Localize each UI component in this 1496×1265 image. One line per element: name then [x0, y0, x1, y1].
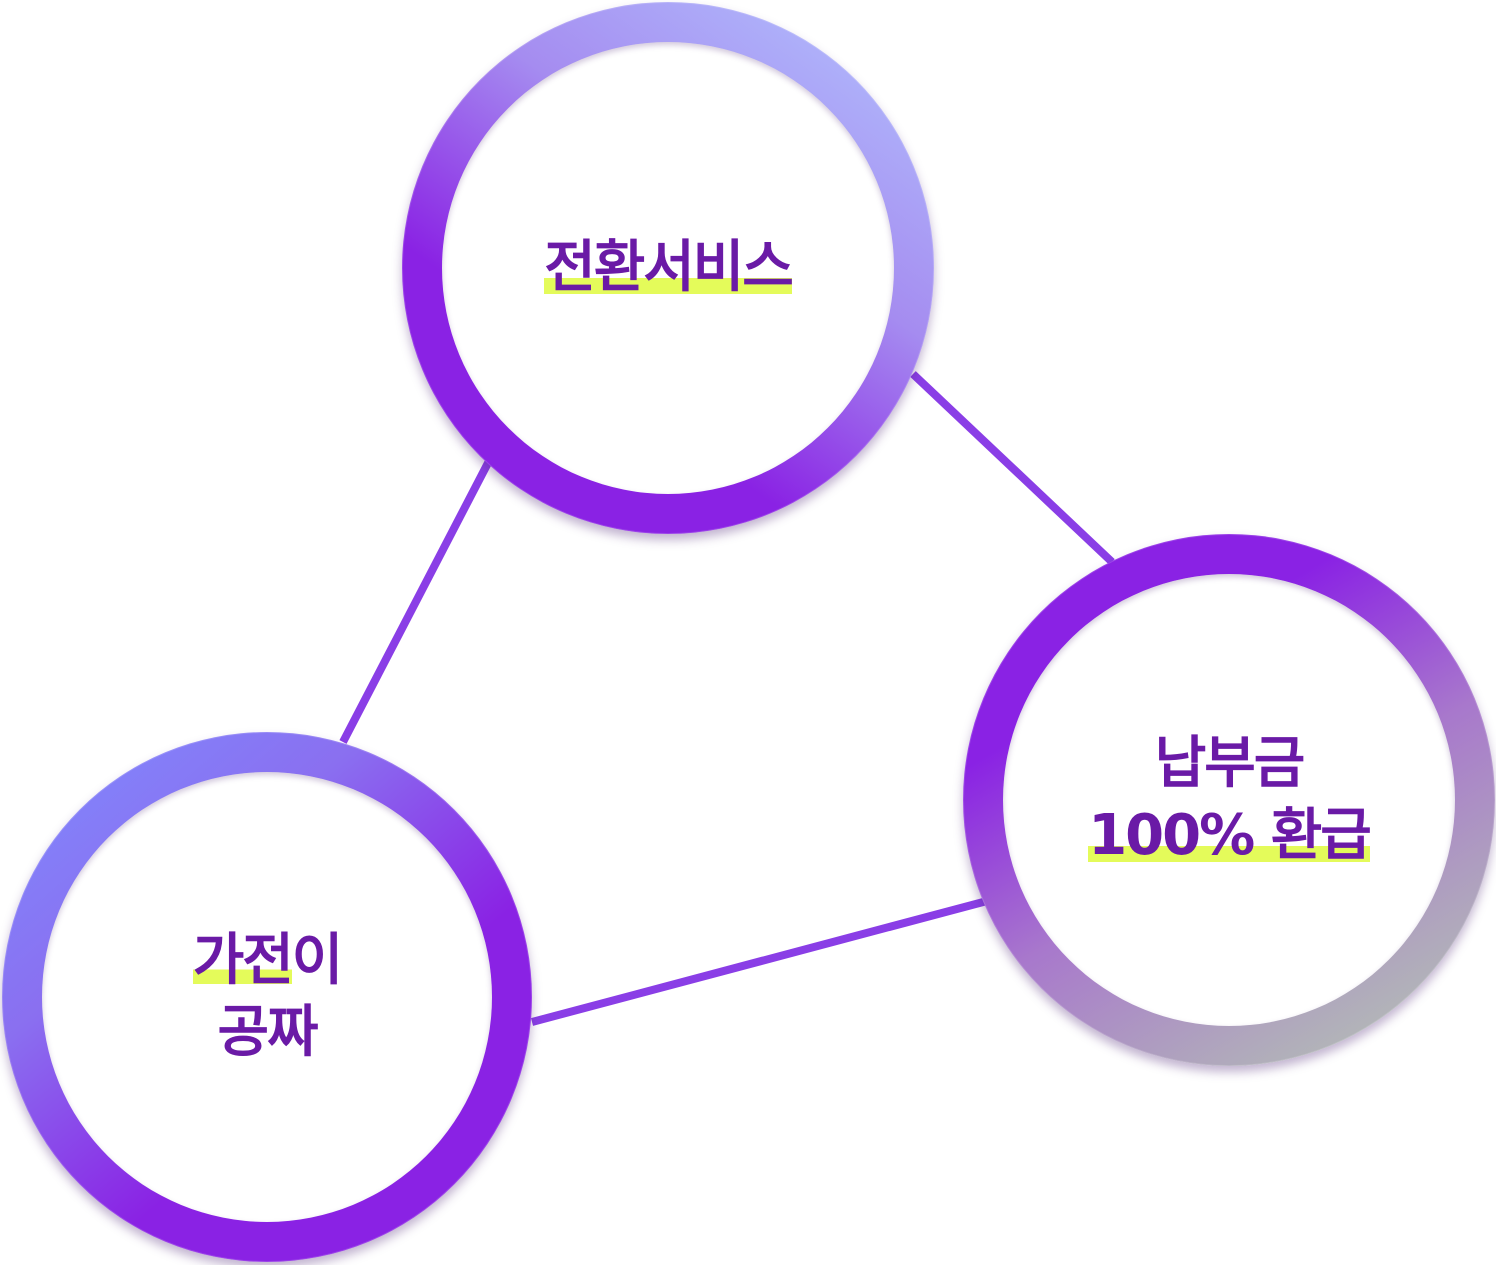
node-free-appliance-label-line-2: 공짜 [217, 1000, 318, 1065]
node-fee-refund-body: 납부금 100% 환급 [1003, 574, 1455, 1026]
node-free-appliance-label-line-1: 가전이 [192, 925, 344, 997]
node-fee-refund-label-line-1: 납부금 [1154, 731, 1306, 796]
connector-left-right [530, 897, 989, 1026]
node-free-appliance-rest: 이 [291, 928, 344, 993]
node-conversion-service: 전환서비스 [402, 2, 934, 534]
node-free-appliance-body: 가전이 공짜 [42, 772, 492, 1222]
node-free-appliance-highlight: 가전 [192, 928, 294, 993]
node-conversion-service-label: 전환서비스 [544, 232, 794, 304]
node-fee-refund-label-line-2: 100% 환급 [1088, 800, 1372, 872]
connector-top-left [339, 459, 493, 744]
node-conversion-service-body: 전환서비스 [442, 42, 894, 494]
node-free-appliance: 가전이 공짜 [2, 732, 532, 1262]
connector-top-right [910, 371, 1115, 565]
node-fee-refund: 납부금 100% 환급 [963, 534, 1495, 1066]
